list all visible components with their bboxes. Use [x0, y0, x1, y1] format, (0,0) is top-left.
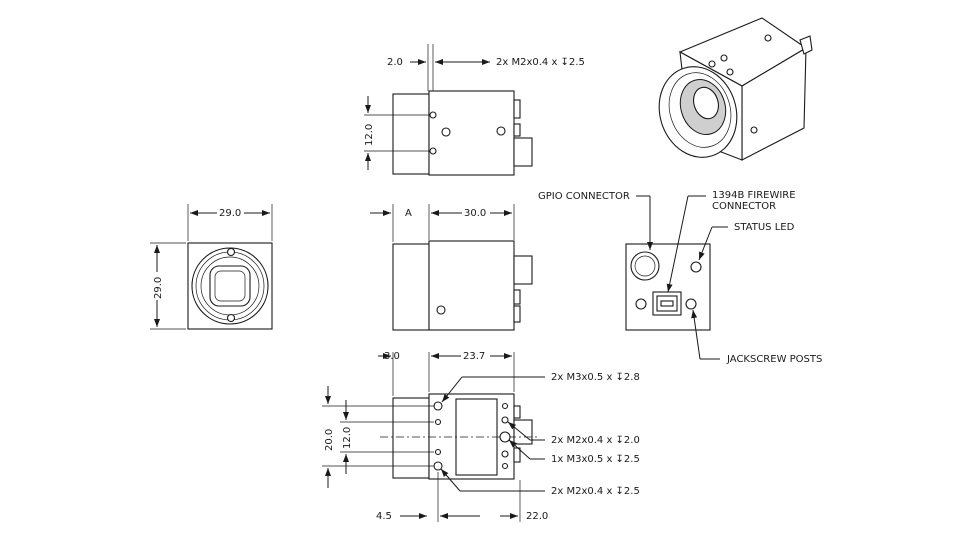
- top-hole-icon: [429, 147, 437, 155]
- callout-bottom-m2-low: 2x M2x0.4 x ↧2.5: [551, 486, 640, 497]
- top-view-lens-barrel: [392, 93, 430, 175]
- bottom-hole-icon: [433, 401, 443, 411]
- dim-side-a: A: [405, 208, 412, 219]
- bottom-view-lens-barrel: [392, 397, 430, 479]
- screw-icon: [226, 247, 236, 257]
- side-view-camera-body: [428, 240, 515, 331]
- jackscrew-post-icon: [685, 298, 697, 310]
- callout-bottom-m3-top: 2x M3x0.5 x ↧2.8: [551, 372, 640, 383]
- bottom-view: 3.0 23.7 20.0 12.0 4.5 22.0 2x M3x0.5 x …: [322, 351, 640, 522]
- front-view: 29.0 29.0: [150, 204, 273, 330]
- center-hole-icon: [499, 431, 511, 443]
- dim-bottom-height: 20.0: [324, 429, 335, 451]
- side-view-lens-barrel: [392, 243, 430, 331]
- screw-icon: [441, 127, 451, 137]
- dim-bottom-offset: 3.0: [384, 351, 400, 362]
- callout-bottom-m2-mid: 2x M2x0.4 x ↧2.0: [551, 435, 640, 446]
- top-hole-icon: [429, 111, 437, 119]
- side-view-connector: [513, 255, 533, 285]
- jackscrew-post-icon: [635, 298, 647, 310]
- callout-bottom-m3-center: 1x M3x0.5 x ↧2.5: [551, 454, 640, 465]
- callout-gpio: GPIO CONNECTOR: [538, 191, 630, 202]
- dim-bottom-edge-offset: 4.5: [376, 511, 392, 522]
- dim-bottom-hole-spacing: 12.0: [342, 427, 353, 449]
- callout-top-holes: 2x M2x0.4 x ↧2.5: [496, 57, 585, 68]
- callout-jackscrew: JACKSCREW POSTS: [726, 354, 822, 365]
- dim-top-hole-spacing: 12.0: [364, 124, 375, 146]
- callout-firewire-line2: CONNECTOR: [712, 201, 776, 212]
- dim-front-width: 29.0: [219, 208, 241, 219]
- status-led-icon: [690, 261, 702, 273]
- dim-side-length: 30.0: [464, 208, 486, 219]
- callout-firewire-line1: 1394B FIREWIRE: [712, 190, 796, 201]
- screw-icon: [226, 313, 236, 323]
- dim-front-height: 29.0: [153, 277, 164, 299]
- screw-icon: [496, 126, 506, 136]
- dim-bottom-width: 22.0: [526, 511, 548, 522]
- bottom-hole-icon: [433, 461, 443, 471]
- top-view-connector: [513, 137, 533, 167]
- dim-top-offset: 2.0: [387, 57, 403, 68]
- top-view: 2.0 2x M2x0.4 x ↧2.5 12.0: [364, 44, 585, 176]
- front-view-sensor-window: [209, 265, 251, 307]
- dim-bottom-length: 23.7: [463, 351, 485, 362]
- side-view: A 30.0: [370, 204, 533, 331]
- screw-icon: [436, 305, 446, 315]
- rear-view: GPIO CONNECTOR 1394B FIREWIRE CONNECTOR …: [538, 190, 822, 365]
- isometric-view: [658, 17, 813, 161]
- callout-status-led: STATUS LED: [734, 222, 795, 233]
